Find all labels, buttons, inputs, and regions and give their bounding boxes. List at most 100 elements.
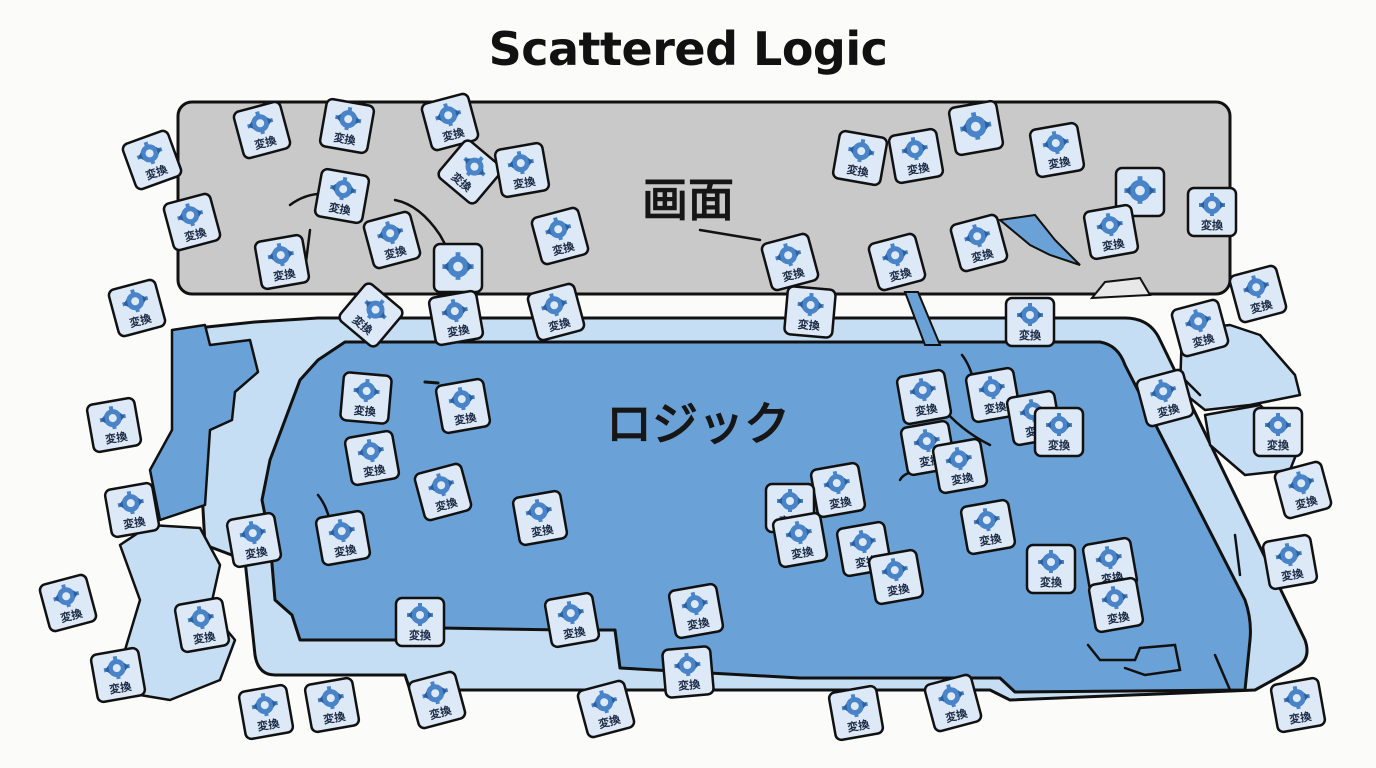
- transform-tile: 変換: [303, 676, 361, 734]
- transform-tile: 変換: [959, 498, 1017, 556]
- transform-tile-label: 変換: [122, 514, 147, 532]
- transform-tile: 変換: [1028, 121, 1086, 179]
- transform-tile: 変換: [437, 139, 503, 205]
- transform-tile-label: 変換: [256, 716, 281, 734]
- transform-tile: 変換: [949, 213, 1009, 273]
- transform-tile-label: 変換: [846, 717, 871, 735]
- transform-tile: 変換: [162, 192, 222, 252]
- transform-tile: 変換: [1170, 298, 1230, 358]
- transform-tile-label: 変換: [1101, 236, 1126, 254]
- transform-tile-label: 変換: [597, 712, 623, 731]
- transform-tile: 変換: [394, 596, 446, 648]
- transform-tile: [432, 242, 484, 294]
- transform-tile-label: 変換: [453, 410, 478, 428]
- transform-tile-label: 変換: [1191, 331, 1217, 350]
- logic-label: ロジック: [606, 397, 790, 451]
- transform-tile-label: 変換: [781, 265, 807, 284]
- transform-tile: 変換: [434, 377, 492, 435]
- transform-tile: 変換: [667, 582, 725, 640]
- transform-tile-label: 変換: [272, 266, 297, 284]
- transform-tile: 変換: [225, 511, 283, 569]
- transform-tile: 変換: [318, 97, 376, 155]
- transform-tile-label: 変換: [1047, 154, 1072, 172]
- transform-tile: 変換: [339, 371, 393, 425]
- transform-tile: 変換: [107, 278, 167, 338]
- transform-tile-label: 変換: [551, 239, 577, 258]
- transform-tile: 変換: [313, 167, 371, 225]
- transform-tile: 変換: [493, 141, 551, 199]
- transform-tile: 変換: [89, 646, 147, 704]
- transform-tile: 変換: [121, 129, 183, 191]
- transform-tile: 変換: [103, 481, 161, 539]
- transform-tile-label: 変換: [1040, 575, 1063, 589]
- transform-tile: 変換: [931, 437, 989, 495]
- transform-tile-label: 変換: [797, 317, 821, 333]
- transform-tile-label: 変換: [1201, 218, 1224, 232]
- transform-tile-label: 変換: [362, 462, 387, 480]
- transform-tile: 変換: [1082, 203, 1140, 261]
- transform-tile: 変換: [253, 233, 311, 291]
- transform-tile-label: 変換: [983, 399, 1008, 417]
- transform-tile: 変換: [771, 511, 829, 569]
- transform-tile-label: 変換: [328, 200, 353, 218]
- transform-tile-label: 変換: [914, 401, 939, 419]
- transform-tile: 変換: [760, 232, 820, 292]
- transform-tile-label: 変換: [108, 679, 133, 697]
- transform-tile: 変換: [1033, 406, 1085, 458]
- transform-tile-label: 変換: [244, 544, 269, 562]
- transform-tile-label: 変換: [1288, 709, 1313, 727]
- transform-tile-label: 変換: [686, 615, 711, 633]
- transform-tile-label: 変換: [409, 628, 432, 642]
- transform-tile: 変換: [1261, 533, 1319, 591]
- diagram-title: Scattered Logic: [488, 22, 888, 76]
- transform-tile-label: 変換: [333, 130, 358, 148]
- screen-label: 画面: [642, 173, 734, 227]
- transform-tile: 変換: [38, 573, 98, 633]
- transform-tile: [947, 99, 1005, 157]
- transform-tile-label: 変換: [333, 542, 358, 560]
- transform-tile: 変換: [809, 461, 867, 519]
- transform-tile-label: 変換: [104, 429, 129, 447]
- transform-tile: 変換: [867, 232, 927, 292]
- transform-tile-label: 変換: [888, 265, 914, 284]
- transform-tile: 変換: [85, 396, 143, 454]
- transform-tile-label: 変換: [1106, 609, 1131, 627]
- transform-tile-label: 変換: [353, 403, 377, 419]
- transform-tile-label: 変換: [128, 311, 154, 330]
- transform-tile: 変換: [343, 429, 401, 487]
- transform-tile-label: 変換: [446, 322, 471, 340]
- transform-tile-label: 変換: [1267, 438, 1290, 452]
- transform-tile-label: 変換: [428, 703, 454, 722]
- transform-tile: 変換: [1273, 460, 1333, 520]
- transform-tile-label: 変換: [59, 606, 85, 625]
- transform-tile-label: 変換: [1294, 493, 1320, 512]
- transform-tile: 変換: [923, 673, 983, 733]
- transform-tile: 変換: [887, 127, 945, 185]
- transform-tile-label: 変換: [886, 581, 911, 599]
- transform-tile: 変換: [530, 206, 590, 266]
- transform-tile: 変換: [407, 670, 467, 730]
- transform-tile-label: 変換: [441, 125, 467, 144]
- transform-tile: 変換: [314, 509, 372, 567]
- transform-tile-label: 変換: [434, 495, 460, 514]
- transform-tile: 変換: [173, 596, 231, 654]
- transform-tile-label: 変換: [1048, 438, 1071, 452]
- transform-tile-label: 変換: [383, 243, 409, 262]
- transform-tile: 変換: [867, 548, 925, 606]
- transform-tile-label: 変換: [1249, 297, 1275, 316]
- transform-tile: 変換: [427, 289, 485, 347]
- transform-tiles: 変換変換変換変換変換変換変換変換変換変換変換変換変換変換変換変換変換変換変換変換…: [38, 92, 1333, 742]
- transform-tile-label: 変換: [846, 162, 871, 180]
- transform-tile-label: 変換: [970, 246, 996, 265]
- transform-tile: 変換: [831, 129, 889, 187]
- transform-tile-label: 変換: [1280, 566, 1305, 584]
- transform-tile: 変換: [1025, 543, 1077, 595]
- transform-tile: 変換: [413, 462, 473, 522]
- transform-tile-label: 変換: [562, 624, 587, 642]
- transform-tile: 変換: [576, 679, 636, 739]
- transform-tile-label: 変換: [547, 315, 573, 334]
- transform-tile-label: 変換: [512, 174, 537, 192]
- transform-tile-label: 変換: [906, 160, 931, 178]
- transform-tile: 変換: [827, 684, 885, 742]
